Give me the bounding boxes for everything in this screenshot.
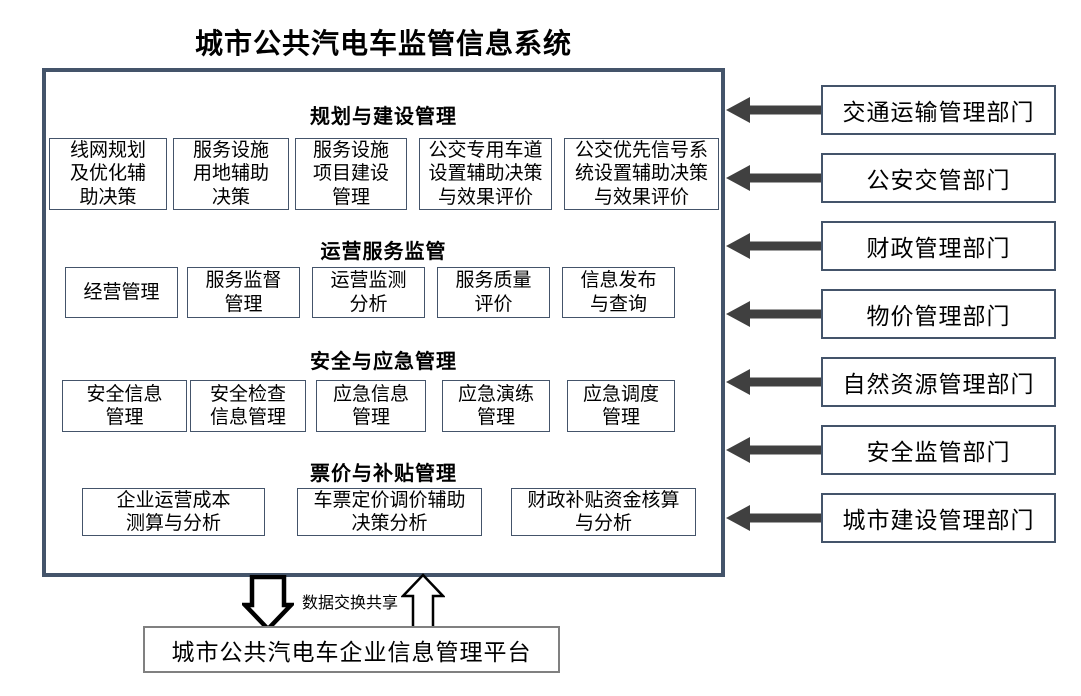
- module-box: 服务监督 管理: [187, 267, 300, 318]
- module-box: 车票定价调价辅助 决策分析: [297, 488, 482, 536]
- section-header-operation: 运营服务监管: [320, 241, 447, 263]
- module-box: 应急调度 管理: [567, 380, 675, 432]
- section-header-planning: 规划与建设管理: [310, 106, 457, 128]
- arrow-left-icon: [726, 437, 821, 463]
- platform-box: 城市公共汽电车企业信息管理平台: [143, 626, 560, 673]
- module-box: 安全信息 管理: [62, 380, 187, 432]
- dept-box-police: 公安交管部门: [821, 153, 1056, 203]
- module-box: 信息发布 与查询: [562, 267, 675, 318]
- arrow-left-icon: [726, 369, 821, 395]
- page-title: 城市公共汽电车监管信息系统: [194, 28, 572, 59]
- dept-box-safety: 安全监管部门: [821, 425, 1056, 475]
- arrow-left-icon: [726, 165, 821, 191]
- module-box: 应急信息 管理: [316, 380, 426, 432]
- module-box: 公交优先信号系 统设置辅助决策 与效果评价: [564, 138, 719, 210]
- module-box: 运营监测 分析: [312, 267, 425, 318]
- dept-box-transport: 交通运输管理部门: [821, 85, 1056, 135]
- module-box: 服务设施 项目建设 管理: [295, 138, 407, 210]
- arrow-up-icon: [401, 573, 445, 631]
- module-box: 企业运营成本 测算与分析: [82, 488, 265, 536]
- module-box: 服务设施 用地辅助 决策: [173, 138, 289, 210]
- arrow-left-icon: [726, 301, 821, 327]
- arrow-left-icon: [726, 233, 821, 259]
- system-frame: 规划与建设管理 线网规划 及优化辅 助决策 服务设施 用地辅助 决策 服务设施 …: [42, 68, 725, 577]
- arrow-down-icon: [242, 575, 294, 632]
- module-box: 线网规划 及优化辅 助决策: [49, 138, 167, 210]
- arrow-left-icon: [726, 505, 821, 531]
- data-exchange-label: 数据交换共享: [301, 595, 398, 612]
- module-box: 应急演练 管理: [442, 380, 550, 432]
- section-header-fare: 票价与补贴管理: [310, 463, 457, 485]
- section-header-safety: 安全与应急管理: [310, 351, 457, 373]
- module-box: 公交专用车道 设置辅助决策 与效果评价: [419, 138, 552, 210]
- arrow-left-icon: [726, 97, 821, 123]
- dept-box-pricing: 物价管理部门: [821, 289, 1056, 339]
- module-box: 安全检查 信息管理: [190, 380, 306, 432]
- dept-box-resources: 自然资源管理部门: [821, 357, 1056, 407]
- module-box: 服务质量 评价: [437, 267, 550, 318]
- module-box: 财政补贴资金核算 与分析: [511, 488, 696, 536]
- dept-box-construction: 城市建设管理部门: [821, 493, 1056, 543]
- dept-box-finance: 财政管理部门: [821, 221, 1056, 271]
- module-box: 经营管理: [65, 267, 178, 318]
